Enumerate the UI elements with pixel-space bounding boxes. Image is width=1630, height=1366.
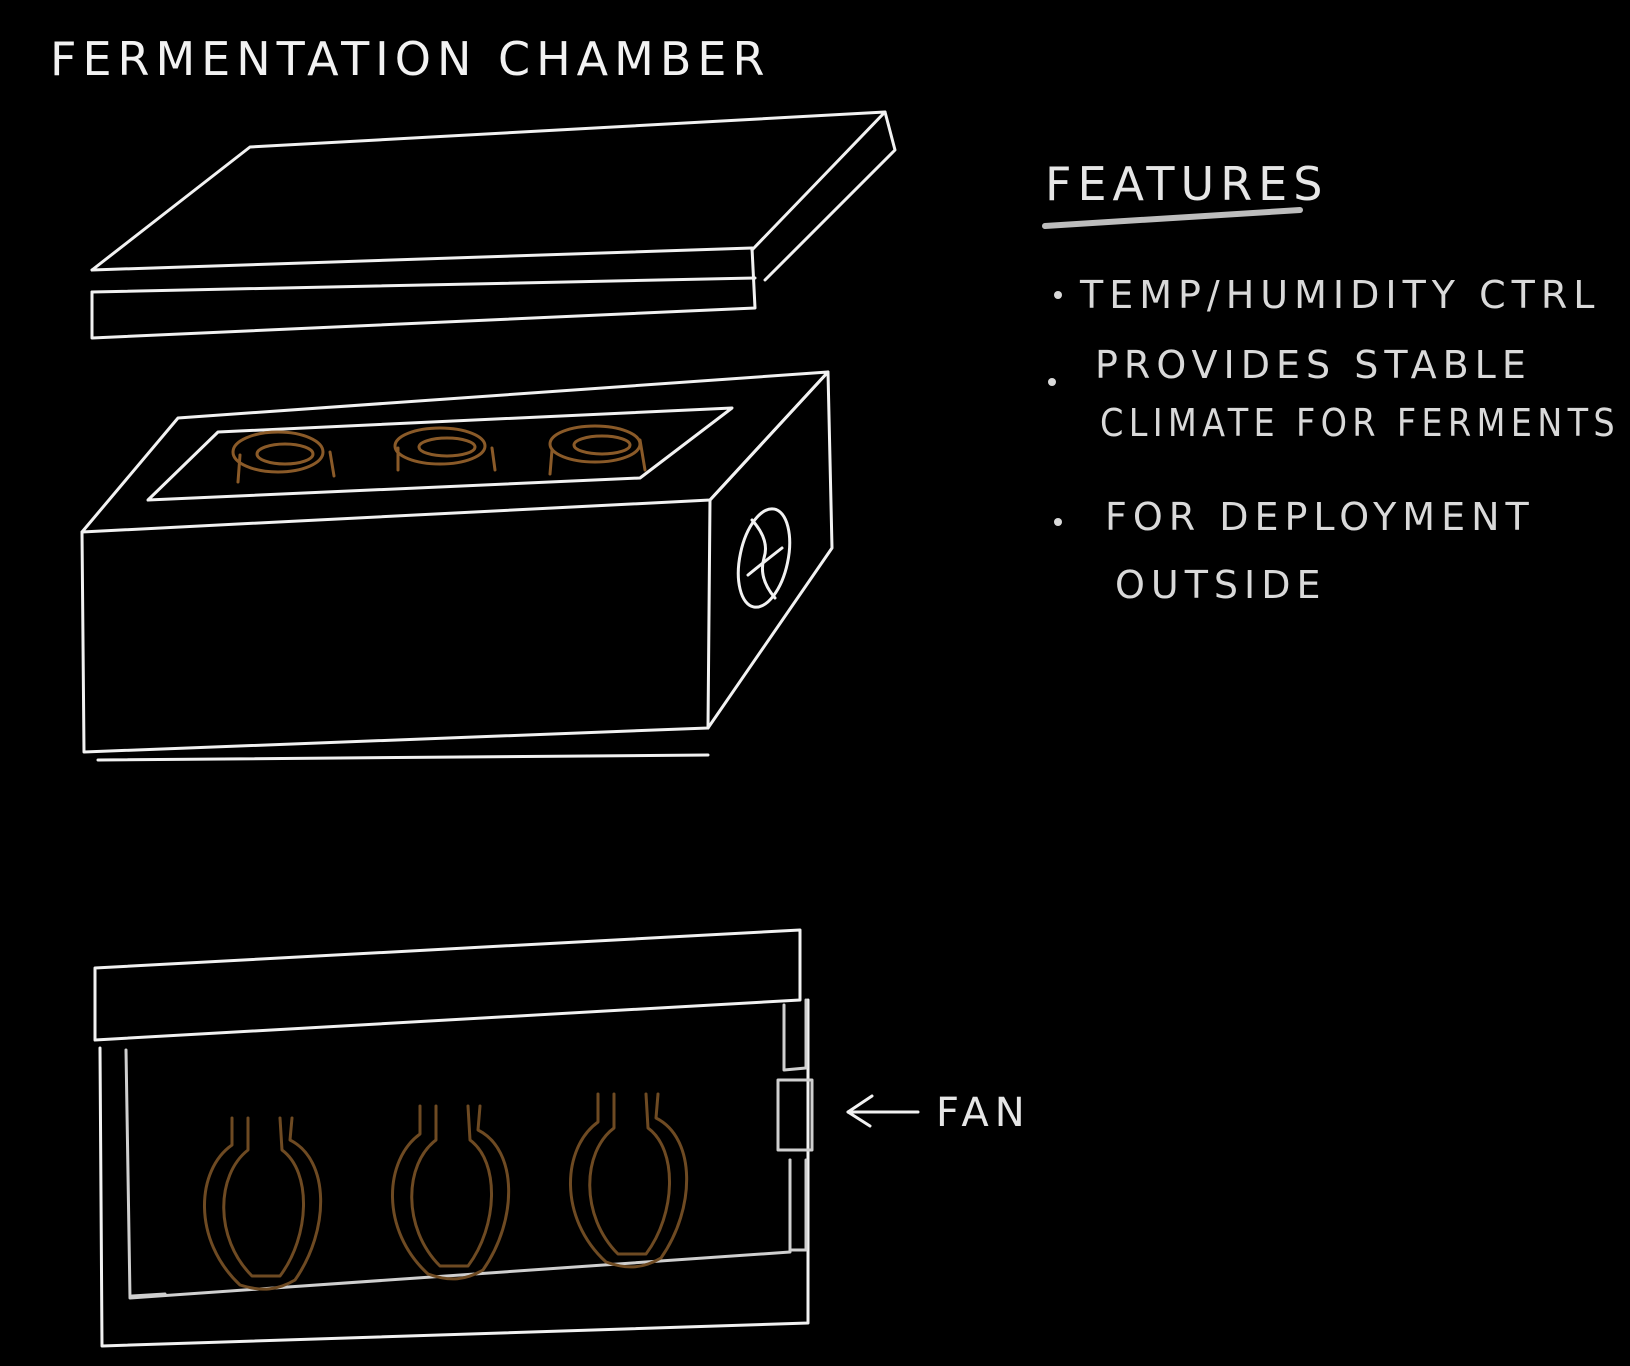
jar-top-icon <box>231 430 336 484</box>
feature-item-1-line-1: TEMP/HUMIDITY CTRL <box>1079 273 1600 317</box>
bullet-1 <box>1054 291 1062 299</box>
features-underline <box>1042 207 1303 229</box>
page-title: FERMENTATION CHAMBER <box>50 32 770 86</box>
bullet-3 <box>1054 518 1062 526</box>
jar-tops <box>231 424 647 484</box>
fan-arrow-icon <box>846 1094 920 1128</box>
jars-side <box>203 1092 689 1291</box>
jar-top-icon <box>548 424 647 476</box>
features-heading: FEATURES <box>1045 157 1328 211</box>
feature-item-3-line-1: FOR DEPLOYMENT <box>1105 495 1535 539</box>
chamber-front-view <box>93 928 814 1348</box>
jar-icon <box>569 1092 689 1269</box>
feature-item-2-line-1: PROVIDES STABLE <box>1095 343 1532 387</box>
feature-item-2-line-2: CLIMATE FOR FERMENTS <box>1100 401 1620 445</box>
chamber-box <box>80 370 834 762</box>
jar-icon <box>391 1104 511 1281</box>
jar-top-icon <box>393 426 497 472</box>
features-list: TEMP/HUMIDITY CTRL PROVIDES STABLE CLIMA… <box>1048 273 1620 607</box>
chamber-lid <box>90 110 897 340</box>
fan-label: FAN <box>936 1090 1031 1136</box>
fan-icon <box>736 507 792 609</box>
feature-item-3-line-2: OUTSIDE <box>1115 563 1327 607</box>
bullet-2 <box>1048 378 1056 386</box>
jar-icon <box>203 1116 323 1291</box>
